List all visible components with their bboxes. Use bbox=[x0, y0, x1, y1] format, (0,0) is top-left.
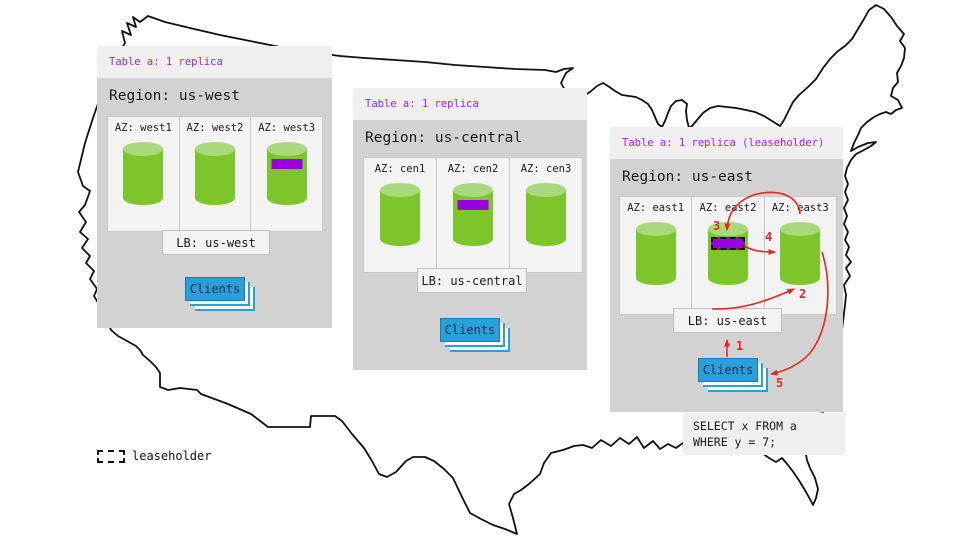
az-zone: AZ: east1 bbox=[620, 197, 693, 314]
az-label: AZ: cen3 bbox=[520, 163, 572, 175]
region-panel-us-east: Table a: 1 replica (leaseholder) Region:… bbox=[610, 127, 843, 412]
az-zone: AZ: cen1 bbox=[364, 158, 437, 272]
region-label: Region: us-west bbox=[109, 88, 240, 104]
load-balancer: LB: us-west bbox=[162, 230, 270, 255]
database-cylinder bbox=[634, 221, 678, 287]
leaseholder-legend: leaseholder bbox=[97, 449, 211, 463]
az-box: AZ: west1 AZ: west2 AZ: west3 bbox=[107, 116, 323, 232]
load-balancer: LB: us-central bbox=[417, 268, 527, 293]
clients-box: Clients bbox=[698, 358, 758, 382]
leaseholder-swatch bbox=[97, 449, 125, 463]
load-balancer: LB: us-east bbox=[673, 308, 782, 333]
az-label: AZ: west3 bbox=[258, 122, 316, 134]
sql-line: WHERE y = 7; bbox=[693, 435, 777, 449]
clients-box: Clients bbox=[185, 277, 245, 301]
az-zone: AZ: east2 bbox=[692, 197, 765, 314]
az-label: AZ: cen1 bbox=[374, 163, 426, 175]
database-cylinder bbox=[524, 182, 568, 248]
region-panel-us-west: Table a: 1 replica Region: us-west AZ: w… bbox=[97, 46, 332, 328]
database-cylinder bbox=[378, 182, 422, 248]
legend-label: leaseholder bbox=[132, 449, 212, 463]
table-replica-label: Table a: 1 replica bbox=[353, 88, 587, 120]
database-cylinder bbox=[265, 141, 309, 207]
database-cylinder bbox=[778, 221, 822, 287]
region-label: Region: us-central bbox=[365, 130, 523, 146]
replica-range-indicator bbox=[457, 200, 489, 210]
database-cylinder bbox=[451, 182, 495, 248]
az-zone: AZ: west1 bbox=[108, 117, 180, 231]
sql-line: SELECT x FROM a bbox=[693, 419, 797, 433]
az-label: AZ: west1 bbox=[114, 122, 172, 134]
az-label: AZ: east1 bbox=[627, 202, 685, 214]
az-label: AZ: cen2 bbox=[447, 163, 499, 175]
region-panel-body: Region: us-central AZ: cen1 AZ: cen2 bbox=[353, 120, 587, 370]
table-replica-label: Table a: 1 replica bbox=[97, 46, 332, 78]
az-zone: AZ: west3 bbox=[251, 117, 322, 231]
az-box: AZ: east1 AZ: east2 AZ: east3 bbox=[619, 196, 837, 315]
az-label: AZ: east3 bbox=[771, 202, 829, 214]
leaseholder-range-indicator bbox=[710, 237, 745, 250]
database-cylinder bbox=[193, 141, 237, 207]
region-panel-body: Region: us-east AZ: east1 AZ: east2 A bbox=[610, 159, 843, 412]
replica-range-indicator bbox=[271, 159, 303, 169]
az-zone: AZ: cen2 bbox=[437, 158, 510, 272]
az-zone: AZ: east3 bbox=[765, 197, 836, 314]
az-label: AZ: east2 bbox=[699, 202, 757, 214]
table-replica-label: Table a: 1 replica (leaseholder) bbox=[610, 127, 843, 159]
sql-query-box: SELECT x FROM a WHERE y = 7; bbox=[683, 413, 845, 455]
clients-box: Clients bbox=[440, 318, 500, 342]
az-zone: AZ: cen3 bbox=[510, 158, 582, 272]
database-cylinder bbox=[121, 141, 165, 207]
az-box: AZ: cen1 AZ: cen2 AZ: cen3 bbox=[363, 157, 583, 273]
region-panel-us-central: Table a: 1 replica Region: us-central AZ… bbox=[353, 88, 587, 370]
az-zone: AZ: west2 bbox=[180, 117, 252, 231]
region-panel-body: Region: us-west AZ: west1 AZ: west2 AZ: … bbox=[97, 78, 332, 328]
database-cylinder bbox=[706, 221, 750, 287]
az-label: AZ: west2 bbox=[186, 122, 244, 134]
region-label: Region: us-east bbox=[622, 169, 753, 185]
